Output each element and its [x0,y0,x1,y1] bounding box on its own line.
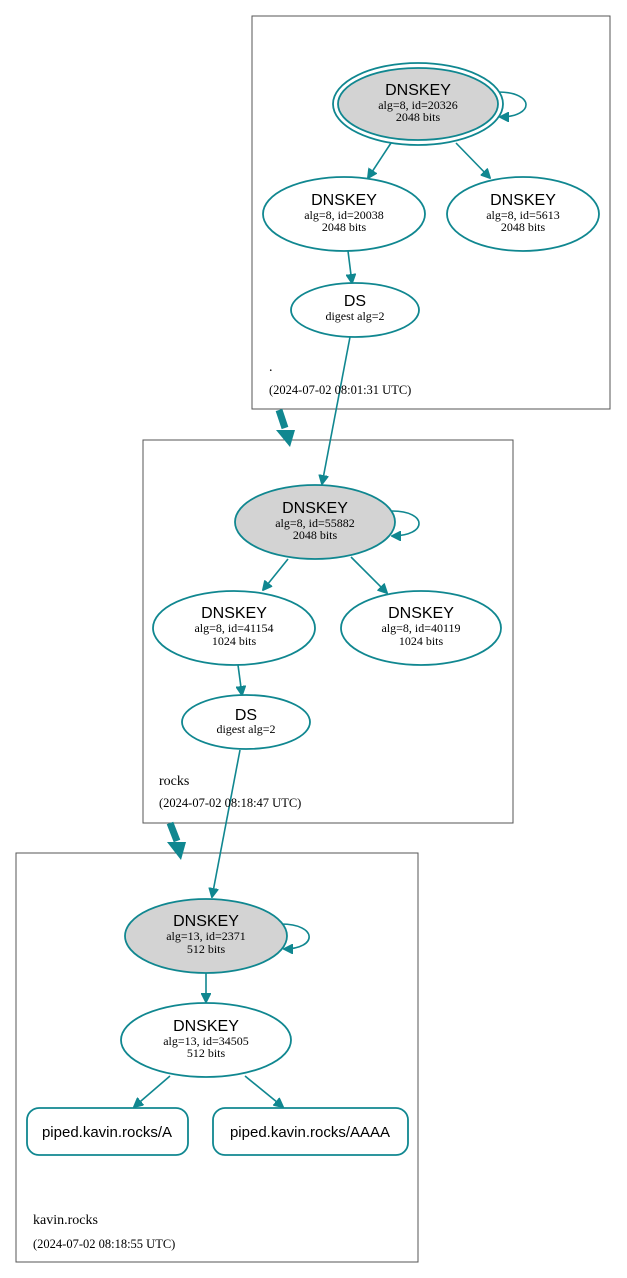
rocks-ds-title: DS [235,707,257,724]
rrset-aaaa-node[interactable]: piped.kavin.rocks/AAAA [212,1107,409,1156]
rocks-ds-digest: digest alg=2 [216,722,275,736]
rocks-zsk2-bits: 1024 bits [399,634,444,648]
root-ksk-node[interactable]: DNSKEY alg=8, id=20326 2048 bits [332,62,504,146]
edge-root-ksk-zsk1 [368,142,392,178]
edge-root-ds-rocks-ksk [322,336,351,484]
rocks-ksk-alg: alg=8, id=55882 [275,516,355,530]
edge-root-ksk-zsk2 [455,142,490,178]
zone-rocks-timestamp: (2024-07-02 08:18:47 UTC) [159,796,301,810]
edge-rocks-ksk-self [392,510,420,536]
root-zsk1-node[interactable]: DNSKEY alg=8, id=20038 2048 bits [262,176,426,252]
root-ds-node[interactable]: DS digest alg=2 [290,282,420,338]
kavin-ksk-bits: 512 bits [187,942,226,956]
rocks-zsk1-title: DNSKEY [201,605,267,622]
root-zsk1-title: DNSKEY [311,192,377,209]
delegation-arrow-rocks-kavin [166,821,186,860]
edge-root-zsk1-ds [348,250,352,283]
rocks-zsk1-alg: alg=8, id=41154 [194,621,273,635]
root-zsk2-title: DNSKEY [490,192,556,209]
edge-root-ksk-self [497,91,527,117]
root-ksk-title: DNSKEY [385,82,451,99]
edge-rocks-ksk-zsk2 [350,556,387,593]
rocks-ds-node[interactable]: DS digest alg=2 [181,694,311,750]
rocks-ksk-node[interactable]: DNSKEY alg=8, id=55882 2048 bits [234,484,396,560]
edge-kavin-zsk-aaaa [244,1075,283,1107]
rrset-aaaa-label: piped.kavin.rocks/AAAA [230,1124,390,1141]
kavin-ksk-title: DNSKEY [173,913,239,930]
edge-kavin-ksk-self [280,923,310,949]
kavin-zsk-title: DNSKEY [173,1018,239,1035]
zone-root-name: . [269,360,273,375]
rrset-a-node[interactable]: piped.kavin.rocks/A [26,1107,189,1156]
rocks-ksk-bits: 2048 bits [293,528,338,542]
edge-rocks-ds-kavin-ksk [212,749,241,897]
root-zsk2-alg: alg=8, id=5613 [486,208,560,222]
rocks-zsk1-node[interactable]: DNSKEY alg=8, id=41154 1024 bits [152,590,316,666]
zone-kavin-timestamp: (2024-07-02 08:18:55 UTC) [33,1237,175,1251]
kavin-ksk-alg: alg=13, id=2371 [166,929,246,943]
rrset-a-label: piped.kavin.rocks/A [42,1124,172,1141]
rocks-zsk2-node[interactable]: DNSKEY alg=8, id=40119 1024 bits [340,590,502,666]
edges [134,91,527,1107]
rocks-zsk2-title: DNSKEY [388,605,454,622]
edge-kavin-zsk-a [134,1075,171,1107]
delegation-arrow-root-rocks [275,408,295,447]
kavin-zsk-node[interactable]: DNSKEY alg=13, id=34505 512 bits [120,1002,292,1078]
rocks-ksk-title: DNSKEY [282,500,348,517]
kavin-zsk-bits: 512 bits [187,1046,226,1060]
root-ds-digest: digest alg=2 [325,309,384,323]
rocks-zsk2-alg: alg=8, id=40119 [381,621,460,635]
root-ksk-alg: alg=8, id=20326 [378,98,458,112]
rocks-zsk1-bits: 1024 bits [212,634,257,648]
root-zsk1-alg: alg=8, id=20038 [304,208,384,222]
root-ksk-bits: 2048 bits [396,110,441,124]
edge-rocks-zsk1-ds [238,664,242,695]
root-zsk1-bits: 2048 bits [322,220,367,234]
zone-rocks-name: rocks [159,774,189,789]
zone-kavin-name: kavin.rocks [33,1213,98,1228]
kavin-zsk-alg: alg=13, id=34505 [163,1034,249,1048]
root-zsk2-bits: 2048 bits [501,220,546,234]
root-zsk2-node[interactable]: DNSKEY alg=8, id=5613 2048 bits [446,176,600,252]
root-ds-title: DS [344,293,366,310]
kavin-ksk-node[interactable]: DNSKEY alg=13, id=2371 512 bits [124,898,288,974]
zone-root-timestamp: (2024-07-02 08:01:31 UTC) [269,383,411,397]
edge-rocks-ksk-zsk1 [263,558,289,590]
